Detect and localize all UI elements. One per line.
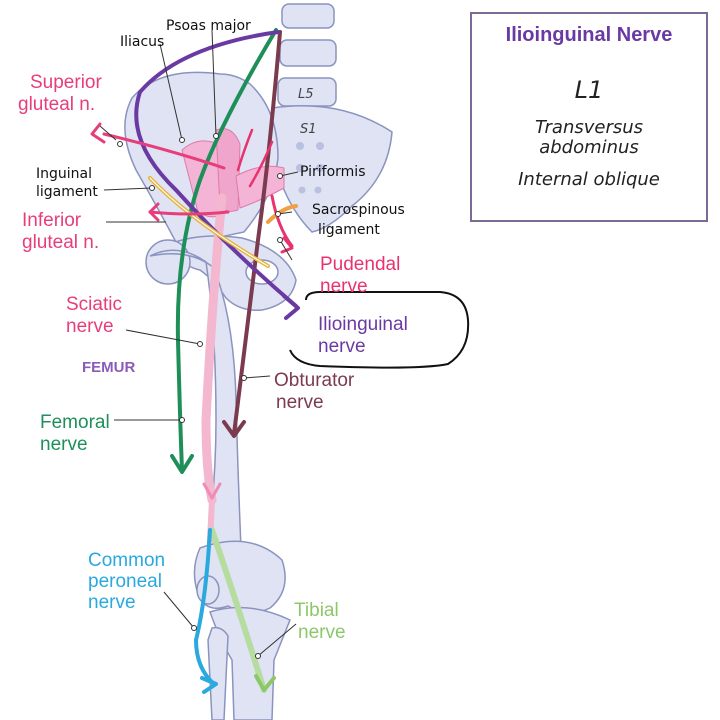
ilioinguinal-nerve-path [134,30,298,308]
info-box-muscle-1a: Transversus [534,117,644,138]
inferior-gluteal-arrow-icon [148,202,160,222]
pubis-ischium [168,235,297,311]
label-tibial-line2: nerve [298,622,346,643]
info-box-muscle-1b: abdominus [539,137,639,158]
obturator-nerve-path [232,30,282,436]
info-box-title: Ilioinguinal Nerve [505,24,673,46]
superior-gluteal-arrow-icon [90,122,106,144]
tibial-nerve-path [209,527,267,693]
peroneal-arrow-icon [200,676,218,694]
label-superior-gluteal-line2: gluteal n. [18,94,95,115]
sciatic-nerve-path [201,193,227,505]
info-box-muscle-2: Internal oblique [518,169,660,190]
ilioinguinal-callout [289,291,470,369]
label-piriformis: Piriformis [300,164,366,180]
leader-dots [117,133,283,659]
label-sciatic-line2: nerve [66,316,114,337]
vertebra-l4 [279,39,337,67]
nerves [102,28,298,693]
common-peroneal-nerve-path [193,528,216,686]
info-box: Ilioinguinal Nerve L1 Transversus abdomi… [470,12,708,222]
label-pudendal-line1: Pudendal [320,254,400,275]
label-common-peroneal-line2: peroneal [88,571,162,592]
femoral-arrow-icon [170,454,194,474]
obturator-arrow-icon [222,420,246,438]
bones [124,3,393,720]
label-l5: L5 [298,87,314,102]
leader-lines [99,29,299,657]
tibial-arrow-icon [254,674,276,692]
label-femur: FEMUR [82,359,135,376]
label-sacrospinous-line1: Sacrospinous [312,202,405,218]
label-inferior-gluteal-line2: gluteal n. [22,232,99,253]
vertebra-l3 [281,3,335,29]
label-inguinal-line1: Inguinal [36,166,92,182]
piriformis-muscle [235,165,285,209]
femoral-nerve-path [175,28,278,472]
sciatic-arrow-icon [202,482,222,500]
labels: Iliacus Psoas major L5 S1 Superior glute… [18,18,408,643]
label-obturator-line1: Obturator [274,370,355,391]
superior-gluteal-nerve-path [102,132,226,170]
label-femoral-line1: Femoral [40,412,110,433]
label-tibial-line1: Tibial [294,600,339,621]
label-ilioinguinal-line1: Ilioinguinal [318,314,408,335]
sacral-foramina [296,142,324,194]
ilioinguinal-arrow-icon [282,294,300,320]
label-common-peroneal-line3: nerve [88,592,136,613]
sacrospinous-ligament-path [266,204,298,224]
patella [196,575,220,605]
label-superior-gluteal-line1: Superior [30,72,102,93]
fibula [207,626,229,720]
label-iliacus: Iliacus [120,34,164,50]
arrowheads [90,122,300,694]
label-common-peroneal-line1: Common [88,550,165,571]
label-sciatic-line1: Sciatic [66,294,122,315]
label-inferior-gluteal-line1: Inferior [22,210,82,231]
label-ilioinguinal-line2: nerve [318,336,366,357]
label-psoas-major: Psoas major [166,18,251,34]
label-inguinal-line2: ligament [36,184,98,200]
label-sacrospinous-line2: ligament [318,222,380,238]
pudendal-arrow-icon [280,236,294,254]
inferior-gluteal-nerve-path [148,210,230,216]
label-s1: S1 [300,122,317,137]
info-box-nerve-root: L1 [574,76,604,104]
label-femoral-line2: nerve [40,434,88,455]
label-obturator-line2: nerve [276,392,324,413]
label-pudendal-line2: nerve [320,276,368,297]
